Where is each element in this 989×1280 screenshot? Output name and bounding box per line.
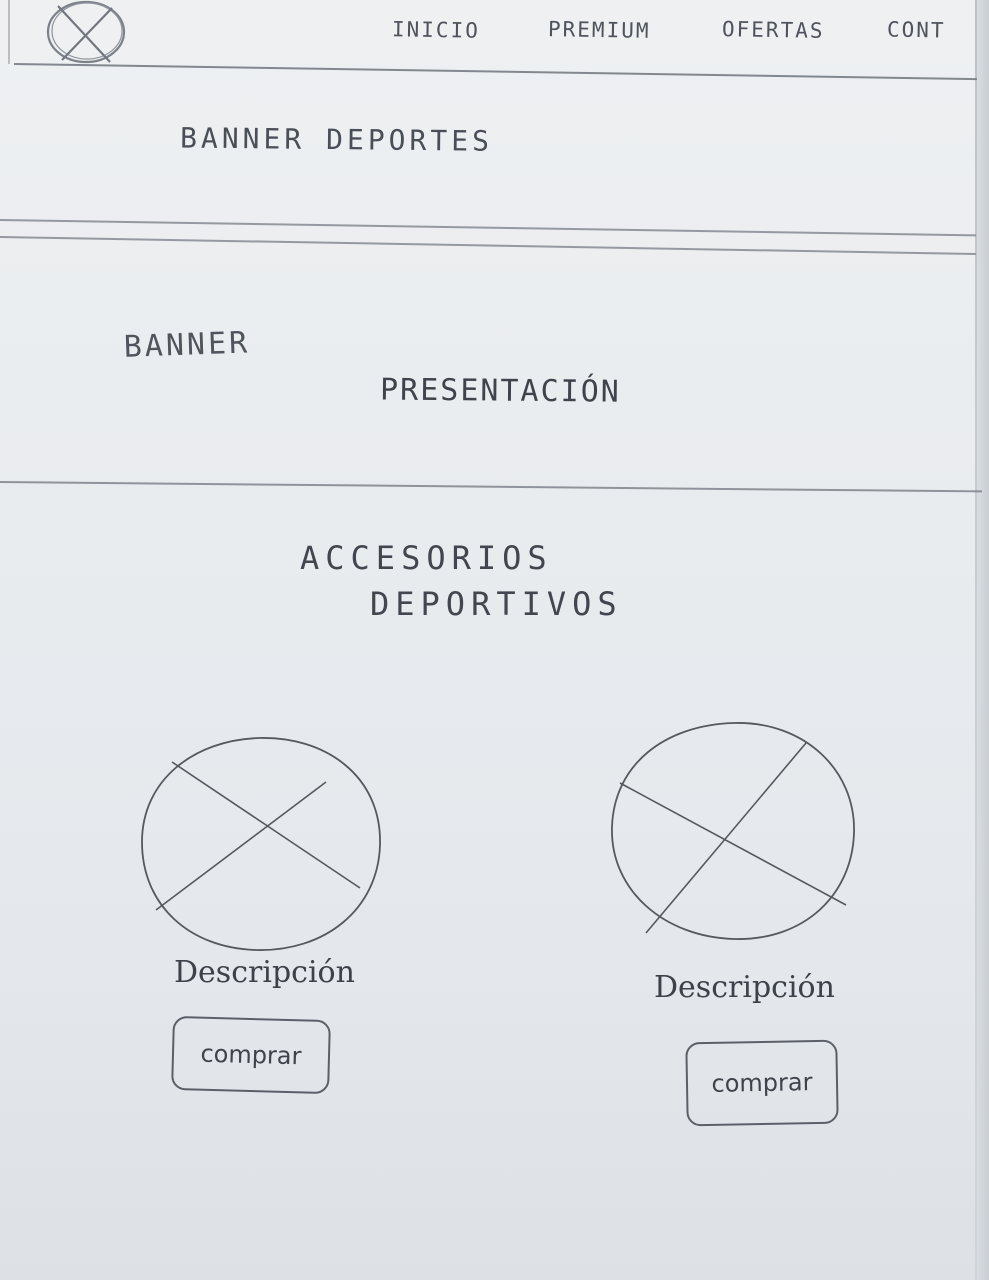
nav-item-premium[interactable]: PREMIUM [547, 17, 651, 43]
section-title: ACCESORIOS DEPORTIVOS [300, 535, 680, 625]
nav-item-contacto[interactable]: CONT [886, 17, 946, 43]
paper-edge-shadow [977, 0, 989, 1280]
main-nav: INICIO PREMIUM OFERTAS CONT [391, 17, 962, 52]
product-description: Descripción [174, 955, 355, 990]
section-divider [0, 481, 982, 493]
product-card: Descripción comprar [604, 715, 864, 1127]
image-placeholder-icon[interactable] [604, 715, 864, 945]
nav-item-ofertas[interactable]: OFERTAS [721, 17, 825, 43]
image-placeholder-icon[interactable] [134, 730, 394, 960]
nav-item-inicio[interactable]: INICIO [391, 17, 481, 43]
product-image-svg [141, 737, 381, 951]
section-title-line-1: ACCESORIOS [300, 539, 553, 577]
product-card: Descripción comprar [134, 730, 394, 1130]
header-divider [13, 63, 977, 81]
logo-placeholder-icon[interactable] [44, 0, 130, 68]
banner-divider-bottom [0, 236, 976, 256]
banner-divider-top [0, 219, 976, 237]
section-title-line-2: DEPORTIVOS [370, 585, 623, 623]
banner-presentacion-label: PRESENTACIÓN [379, 372, 621, 410]
product-description: Descripción [654, 970, 835, 1005]
banner-presentacion-word: BANNER [123, 325, 251, 365]
product-image-svg [611, 722, 855, 940]
buy-button[interactable]: comprar [685, 1039, 839, 1127]
logo-placeholder-svg [46, 0, 126, 64]
buy-button[interactable]: comprar [171, 1015, 331, 1095]
banner-deportes-label: BANNER DEPORTES [179, 121, 494, 158]
paper-edge-line [975, 0, 977, 1280]
paper-edge-mark [8, 0, 10, 64]
